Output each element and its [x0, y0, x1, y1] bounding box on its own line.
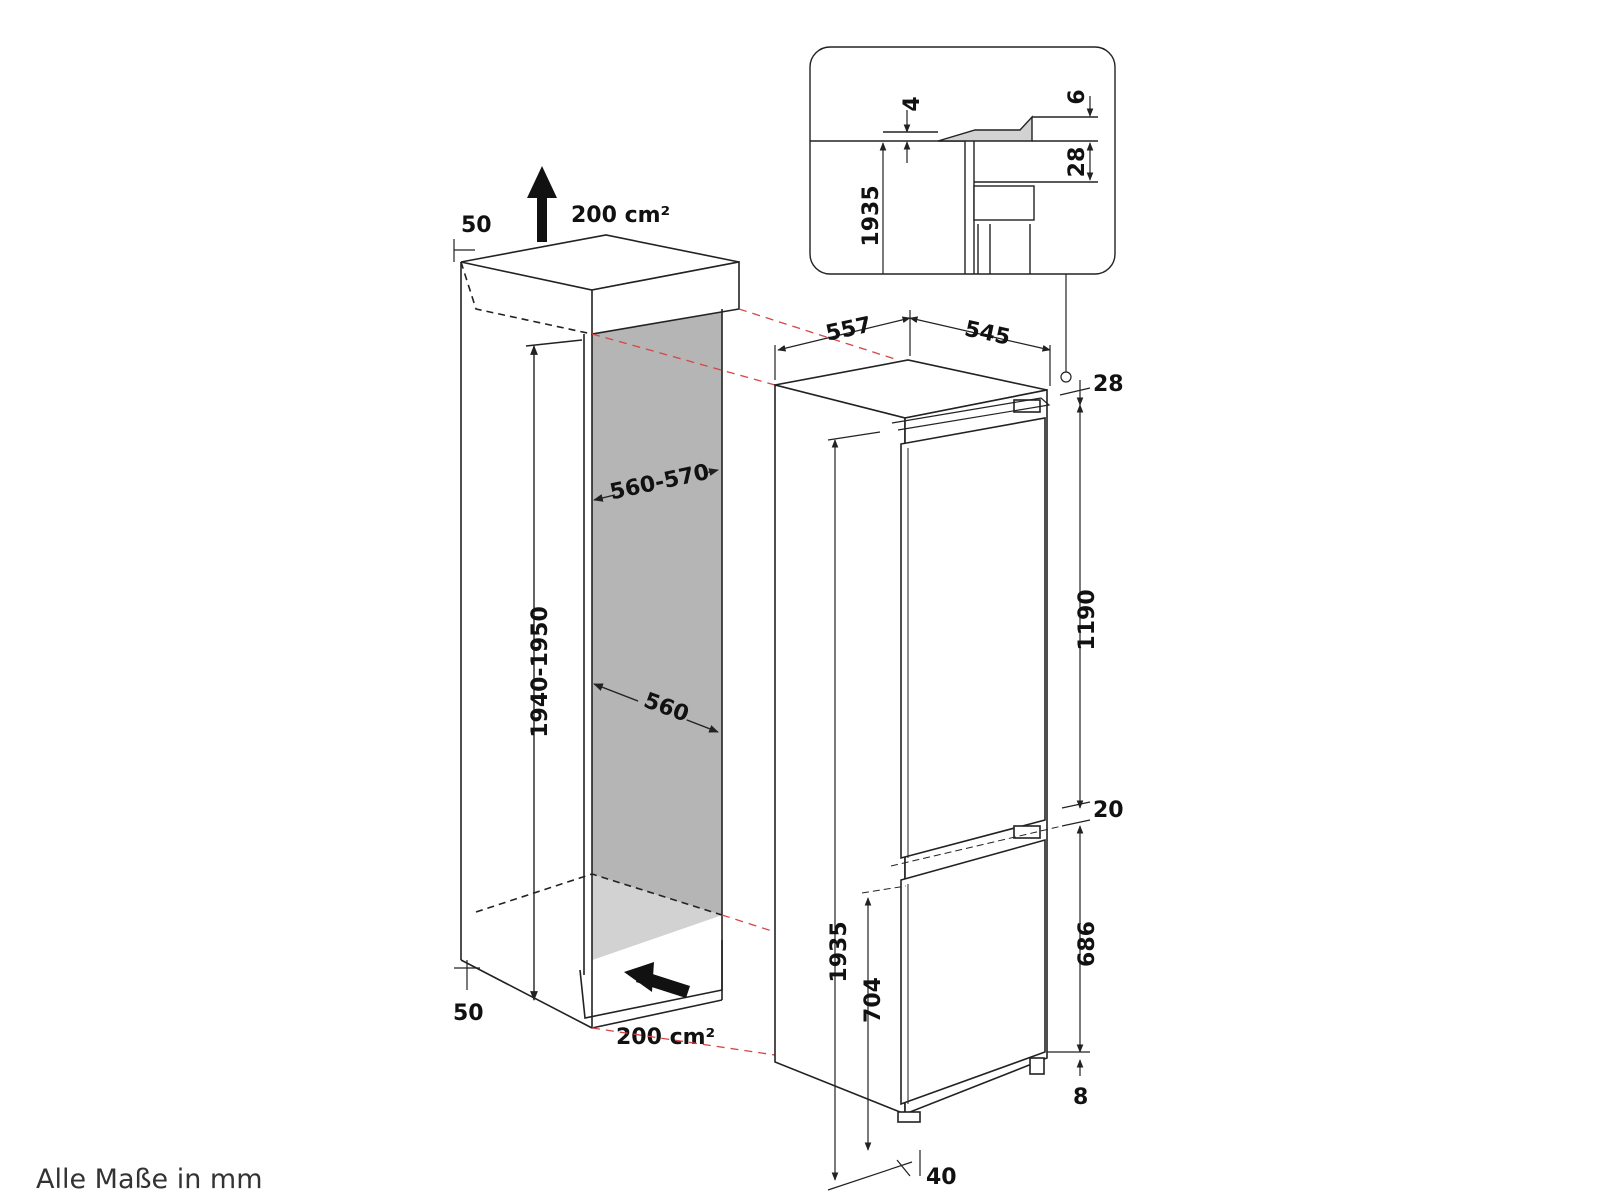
projection-lines	[591, 308, 899, 1056]
niche-back-panel	[592, 309, 722, 960]
bottom-gap-dimension	[454, 960, 480, 990]
depth-dimensions	[774, 310, 1051, 386]
bottom-air-arrow	[624, 962, 690, 998]
lower-door	[900, 838, 1046, 1106]
upper-door	[900, 417, 1046, 860]
upper-door-label: 1190	[1075, 589, 1100, 650]
appliance-height-label: 1935	[827, 921, 852, 982]
foot	[897, 1111, 921, 1123]
top-gap-dimension	[453, 239, 475, 262]
detail-dimensions	[879, 96, 1094, 274]
niche-floor	[592, 874, 722, 960]
bottom-air-label: 200 cm²	[616, 1025, 715, 1050]
door-gap-label: 20	[1093, 798, 1124, 823]
foot-dimension	[896, 1150, 921, 1177]
detail-inset	[809, 46, 1116, 275]
niche-height-label: 1940-1950	[528, 606, 553, 738]
lower-door-label: 686	[1075, 921, 1100, 967]
top-box-dash	[460, 261, 593, 335]
bottom-hinge	[1029, 1057, 1045, 1075]
detail-1935-label: 1935	[859, 185, 884, 246]
middle-hinge	[1013, 825, 1041, 839]
detail-28-label: 28	[1065, 147, 1090, 178]
lower-section-label: 704	[861, 977, 886, 1023]
top-air-arrow	[527, 166, 557, 242]
depth-total-label: 557	[824, 313, 874, 347]
door-dimensions	[1047, 380, 1091, 1076]
top-gap-label: 50	[461, 213, 492, 238]
cabinet-bottom-left	[460, 959, 593, 1029]
niche-height-dimension	[525, 339, 583, 1001]
appliance-height-dimensions	[827, 431, 913, 1191]
detail-4-label: 4	[900, 96, 925, 111]
bottom-gap-label: 50	[453, 1001, 484, 1026]
plinth-dash	[475, 873, 723, 916]
plinth-front	[579, 940, 723, 1019]
appliance-dash-lines	[861, 825, 1063, 894]
detail-6-label: 6	[1065, 89, 1090, 104]
top-air-label: 200 cm²	[571, 203, 670, 228]
units-note: Alle Maße in mm	[36, 1164, 263, 1195]
depth-body-label: 545	[962, 317, 1012, 351]
cabinet-bottom-front	[591, 999, 723, 1029]
top-hinge-label: 28	[1093, 372, 1124, 397]
bottom-gap-right-label: 8	[1073, 1085, 1088, 1110]
appliance	[774, 359, 1051, 1123]
niche-cabinet	[460, 234, 740, 1029]
foot-label: 40	[926, 1165, 957, 1190]
